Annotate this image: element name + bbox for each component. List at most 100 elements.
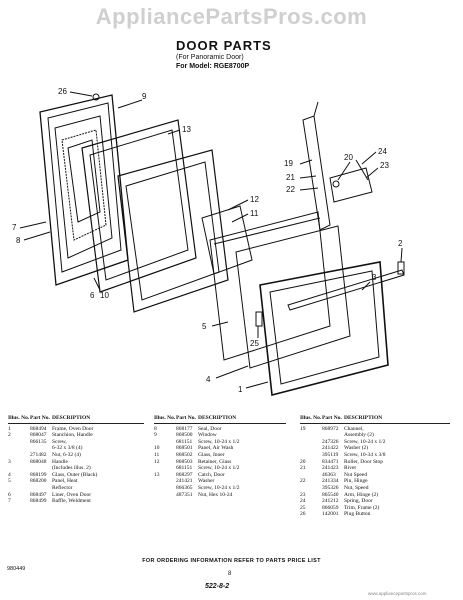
description-cell: Screw, 10-24 x 1/2 — [198, 484, 240, 491]
illus-cell: 3 — [8, 458, 11, 465]
callout-26: 26 — [58, 87, 67, 96]
callout-25: 25 — [250, 339, 259, 348]
part-number-cell: 681151 — [176, 438, 193, 445]
illus-cell: 2 — [8, 432, 11, 439]
illus-cell: 26 — [300, 511, 306, 518]
description-cell: Stanchion, Handle — [52, 432, 93, 439]
page-subtitle: (For Panoramic Door) — [176, 54, 244, 61]
part-number-cell: 868499 — [30, 498, 47, 505]
door-window — [67, 139, 101, 223]
ordering-note: FOR ORDERING INFORMATION REFER TO PARTS … — [142, 558, 321, 564]
part-number-cell: 866135 — [30, 438, 47, 445]
callout-12: 12 — [250, 195, 259, 204]
door-seal — [61, 129, 107, 241]
table-header: Illus. No. Part No. DESCRIPTION — [300, 415, 450, 424]
description-cell: Frame, Oven Door — [52, 425, 94, 432]
part-number-cell — [30, 485, 52, 492]
illus-cell — [300, 439, 322, 446]
callout-9: 9 — [142, 92, 147, 101]
header: DOOR PARTS (For Panoramic Door) For Mode… — [176, 38, 272, 71]
glass-retainer — [201, 205, 253, 275]
part-number-cell: 241421 — [176, 478, 193, 485]
description-cell: Screw, 10-24 x 1/2 — [198, 438, 240, 445]
callout-3: 3 — [372, 273, 377, 282]
illus-cell: 4 — [8, 471, 11, 478]
illus-cell — [154, 439, 176, 446]
inner-glass-frame — [117, 149, 229, 313]
table-row: Assembly (2) — [300, 432, 450, 439]
callout-23: 23 — [380, 161, 389, 170]
hinge-channel — [302, 115, 331, 231]
callout-6: 6 — [90, 291, 95, 300]
heat-reflector-panel — [209, 211, 331, 361]
document-code: 980449 — [7, 566, 26, 572]
illus-cell — [154, 478, 176, 485]
illus-cell: 10 — [154, 445, 160, 452]
illus-cell — [300, 485, 322, 492]
door-liner — [39, 94, 129, 286]
header-desc: DESCRIPTION — [198, 415, 237, 421]
description-cell: Roller, Door Stop — [344, 458, 384, 465]
table-row: 26 142001 Plug Button — [300, 511, 450, 518]
part-number-cell: 681151 — [176, 465, 193, 472]
table-header: Illus. No. Part No. DESCRIPTION — [8, 415, 144, 424]
door-handle — [287, 269, 405, 311]
hinge-arm — [329, 167, 373, 203]
frame-trim — [255, 311, 263, 327]
description-cell: Nut, 6-32 (4) — [52, 451, 81, 458]
part-number-cell: 834471 — [322, 458, 339, 465]
description-cell: Screw, 10-24 x 1/2 — [198, 465, 240, 472]
callout-4: 4 — [206, 375, 211, 384]
illus-cell — [300, 432, 322, 439]
part-number-cell: 868503 — [176, 458, 193, 465]
description-cell: 6-32 x 3/8 (4) — [52, 445, 83, 452]
illus-cell — [300, 445, 322, 452]
illus-cell — [300, 452, 322, 459]
part-number-cell: 868200 — [30, 478, 47, 485]
description-cell: Nut Speed — [344, 471, 368, 478]
part-number-cell: 142001 — [322, 511, 339, 518]
description-cell: Arm, Hinge (2) — [344, 491, 379, 498]
table-header: Illus. No. Part No. DESCRIPTION — [154, 415, 286, 424]
part-number-cell: 241423 — [322, 465, 339, 472]
part-number-cell: 868501 — [176, 445, 193, 452]
description-cell: Screw, 10-24 x 1/2 — [344, 438, 386, 445]
illus-cell — [8, 465, 30, 472]
part-number-cell: 241212 — [322, 498, 339, 505]
part-number-cell: 866365 — [176, 484, 193, 491]
outer-glass — [235, 225, 351, 369]
description-cell: Plug Button — [344, 511, 371, 518]
door-frame — [259, 261, 389, 397]
table-row: 271482 Nut, 6-32 (4) — [8, 452, 144, 459]
revision-code: 522-8-2 — [205, 583, 230, 590]
header-illus: Illus. No. — [8, 415, 30, 421]
part-number-cell — [30, 465, 52, 472]
page-number: 8 — [228, 571, 232, 577]
description-cell: Handle — [52, 458, 68, 465]
illus-cell — [154, 492, 176, 499]
illus-cell: 20 — [300, 458, 306, 465]
part-number-cell: 866059 — [322, 504, 339, 511]
illus-cell: 5 — [8, 478, 11, 485]
description-cell: Glass, Inner — [198, 451, 225, 458]
part-number-cell: 271482 — [30, 451, 47, 458]
illus-cell — [154, 485, 176, 492]
part-number-cell: 868047 — [30, 432, 47, 439]
description-cell: Reflector — [52, 484, 73, 491]
illus-cell: 8 — [154, 425, 157, 432]
